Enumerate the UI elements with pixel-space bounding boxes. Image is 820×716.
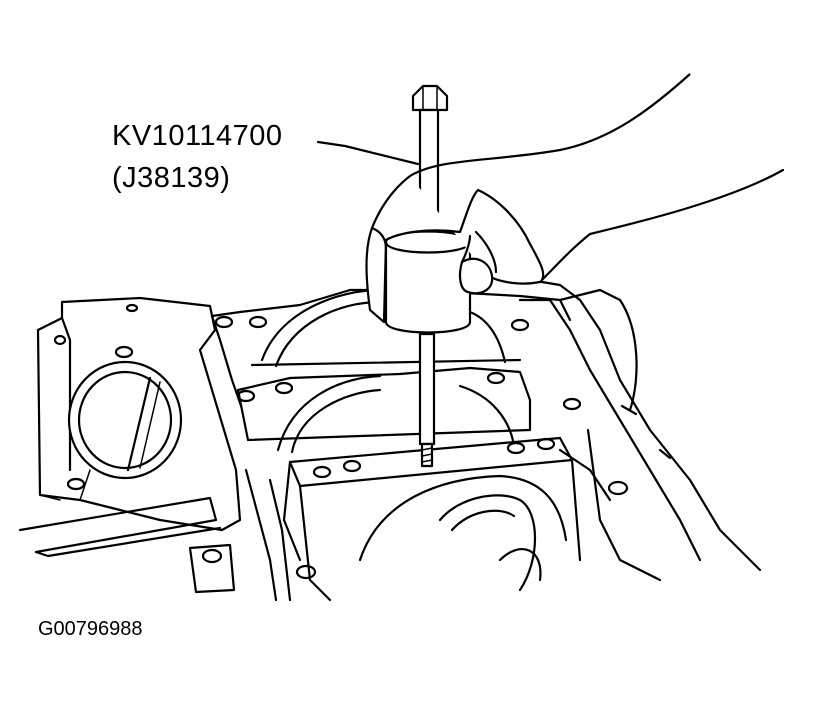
hand bbox=[365, 73, 785, 324]
thumb bbox=[458, 257, 494, 295]
leader-line bbox=[316, 140, 420, 166]
left-bore bbox=[67, 360, 183, 480]
left-end-plate bbox=[36, 296, 242, 532]
lower-left-rail bbox=[18, 496, 236, 594]
right-side-rail bbox=[518, 278, 762, 582]
tool-nut bbox=[411, 84, 449, 112]
tool-sliding-weight bbox=[384, 230, 472, 334]
tool-part-number: KV10114700 bbox=[112, 120, 283, 152]
figure-id: G00796988 bbox=[38, 618, 143, 640]
tool-lower-shaft bbox=[418, 332, 436, 446]
tool-alt-part-number: (J38139) bbox=[112, 162, 231, 194]
